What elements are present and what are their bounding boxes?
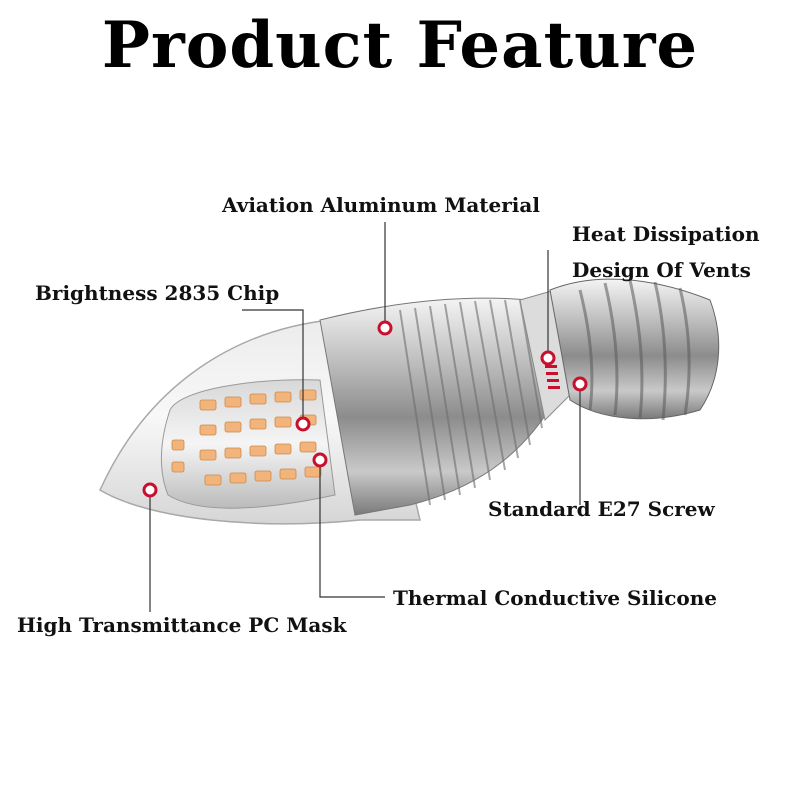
label-aviation-aluminum: Aviation Aluminum Material bbox=[222, 193, 540, 217]
label-design-of-vents: Design Of Vents bbox=[572, 258, 751, 282]
marker-pcmask bbox=[142, 482, 158, 498]
marker-e27 bbox=[572, 376, 588, 392]
screw-threads bbox=[578, 279, 691, 421]
heatsink-body bbox=[319, 297, 556, 516]
marker-silicone bbox=[312, 452, 328, 468]
marker-heat bbox=[540, 350, 556, 366]
label-pc-mask: High Transmittance PC Mask bbox=[17, 613, 347, 637]
feature-markers bbox=[142, 320, 588, 498]
label-heat-dissipation: Heat Dissipation bbox=[572, 222, 760, 246]
heatsink-fins bbox=[399, 299, 543, 506]
vent-holes bbox=[545, 365, 560, 389]
label-thermal-silicone: Thermal Conductive Silicone bbox=[393, 586, 718, 610]
marker-brightness bbox=[295, 416, 311, 432]
marker-aviation bbox=[377, 320, 393, 336]
leader-lines bbox=[149, 222, 581, 612]
label-brightness-chip: Brightness 2835 Chip bbox=[35, 281, 280, 305]
label-e27-screw: Standard E27 Screw bbox=[488, 497, 715, 521]
page-title: Product Feature bbox=[101, 8, 699, 83]
led-chips bbox=[171, 389, 322, 486]
